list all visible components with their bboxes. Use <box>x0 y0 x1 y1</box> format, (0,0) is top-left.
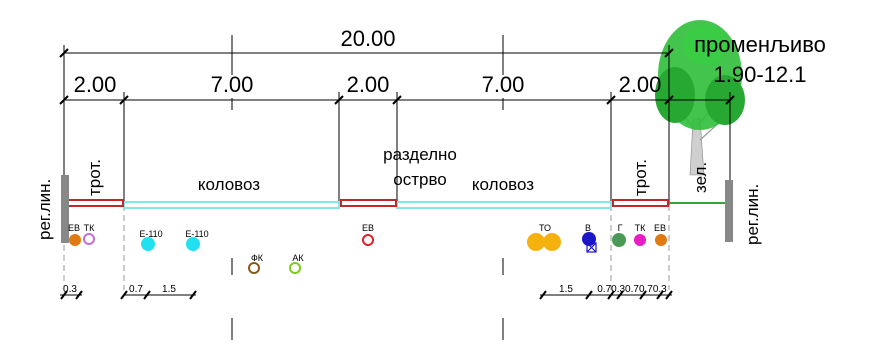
offset-left-0-7: 0.7 <box>129 284 143 295</box>
util-ev-left-label: ЕВ <box>68 223 80 233</box>
label-kolovoz-right: коловоз <box>472 175 534 194</box>
tree-icon <box>655 20 745 176</box>
util-ev-right-label: ЕВ <box>654 223 666 233</box>
util-e110-a-marker <box>141 237 155 251</box>
util-v-cross-icon <box>586 242 597 253</box>
utilities: ЕВ ТК Е-110 Е-110 ФК АК ЕВ ТО В Г ТК ЕВ <box>68 223 667 274</box>
util-to-marker-b <box>543 233 561 251</box>
dim-seg-1: 2.00 <box>74 72 117 97</box>
offset-right-chain: 0.70.30.70.70.3 <box>597 284 667 295</box>
util-tk-right-marker <box>634 234 646 246</box>
dimension-lines <box>59 45 735 300</box>
road-section <box>61 175 733 243</box>
offset-left-0-3: 0.3 <box>63 284 77 295</box>
util-v-marker <box>582 232 596 246</box>
util-ak-marker <box>289 262 301 274</box>
util-e110-b-label: Е-110 <box>185 229 208 239</box>
util-ak-label: АК <box>292 253 304 263</box>
util-tk-right-label: ТК <box>635 223 646 233</box>
dim-total: 20.00 <box>340 26 395 51</box>
util-v-label: В <box>585 223 591 233</box>
dim-seg-3: 2.00 <box>347 72 390 97</box>
dim-seg-4: 7.00 <box>482 72 525 97</box>
util-ev-right-marker <box>655 234 667 246</box>
util-to-label: ТО <box>539 223 551 233</box>
util-g-label: Г <box>618 223 623 233</box>
label-trot-right: трот. <box>631 159 650 196</box>
util-e110-a-label: Е-110 <box>139 229 162 239</box>
dim-seg-5: 2.00 <box>619 72 662 97</box>
util-tk-left-label: ТК <box>84 223 95 233</box>
util-tk-left-marker <box>83 233 95 245</box>
offset-left-1-5: 1.5 <box>162 284 176 295</box>
util-ev-mid-label: ЕВ <box>362 223 374 233</box>
offset-right-1-5: 1.5 <box>559 284 573 295</box>
util-to-marker-a <box>527 233 545 251</box>
label-trot-left: трот. <box>85 159 104 196</box>
util-ev-left-marker <box>69 234 81 246</box>
label-zel: зел. <box>691 162 710 193</box>
util-ev-mid-marker <box>362 234 374 246</box>
label-kolovoz-left: коловоз <box>198 175 260 194</box>
util-e110-b-marker <box>186 237 200 251</box>
util-g-marker <box>612 233 626 247</box>
label-reg-lin-right: рег.лин. <box>743 184 762 245</box>
guide-lines <box>63 205 670 290</box>
label-reg-lin-left: рег.лин. <box>35 179 54 240</box>
util-fk-marker <box>248 262 260 274</box>
label-ostrvo: острво <box>393 170 447 189</box>
dim-variable-value: 1.90-12.1 <box>714 62 807 87</box>
util-fk-label: ФК <box>251 253 264 263</box>
label-razdelno: разделно <box>383 145 457 164</box>
dim-seg-2: 7.00 <box>211 72 254 97</box>
dim-variable-label: променљиво <box>694 32 826 57</box>
